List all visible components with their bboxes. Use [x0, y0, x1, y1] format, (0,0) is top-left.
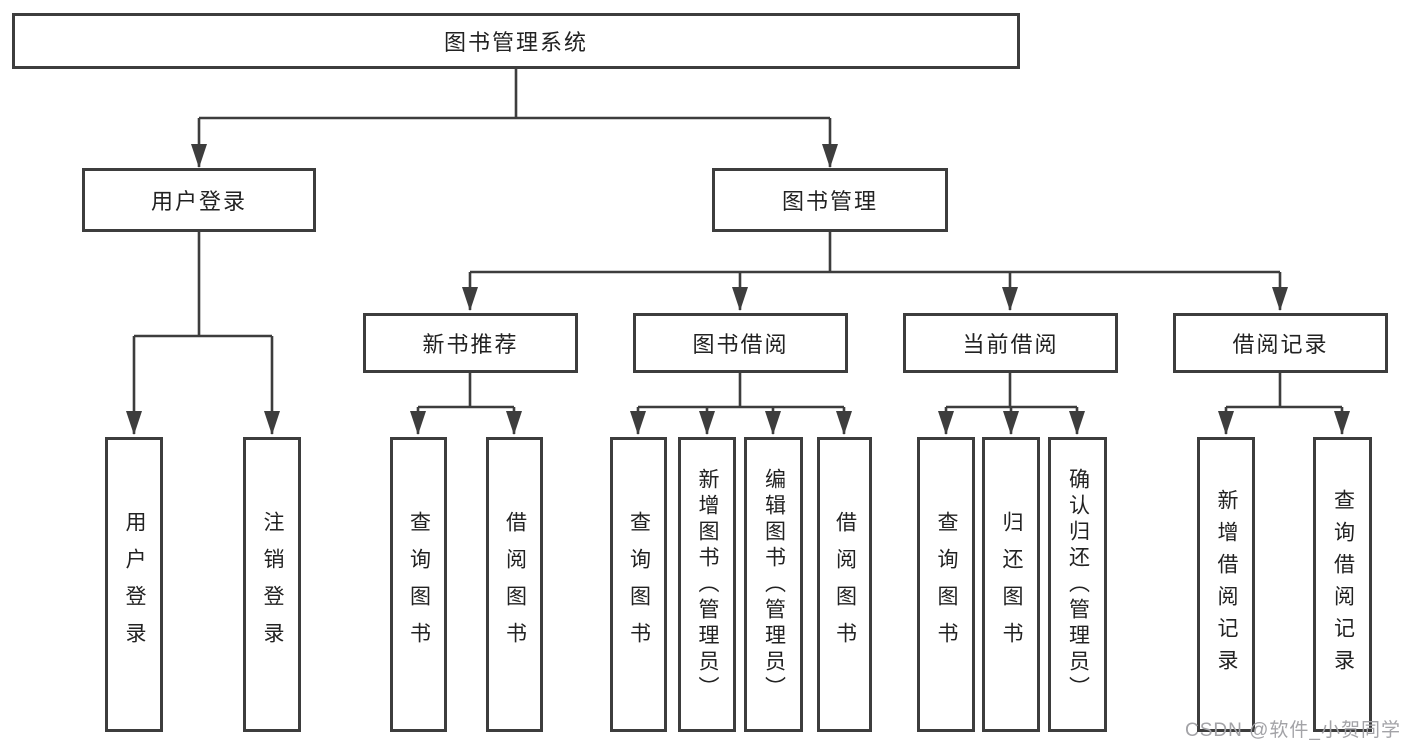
- leaf-logout: 注销登录: [243, 437, 301, 732]
- leaf-add-borrow-record: 新增借阅记录: [1197, 437, 1255, 732]
- node-book-borrow: 图书借阅: [633, 313, 848, 373]
- node-book-management: 图书管理: [712, 168, 948, 232]
- node-borrow-records: 借阅记录: [1173, 313, 1388, 373]
- leaf-return-book: 归还图书: [982, 437, 1040, 732]
- leaf-user-login: 用户登录: [105, 437, 163, 732]
- node-user-login: 用户登录: [82, 168, 316, 232]
- leaf-query-borrow-record: 查询借阅记录: [1313, 437, 1372, 732]
- leaf-query-books-current: 查询图书: [917, 437, 975, 732]
- leaf-query-books-borrow: 查询图书: [610, 437, 667, 732]
- leaf-add-book-admin: 新增图书（管理员）: [678, 437, 736, 732]
- node-new-book-recommend: 新书推荐: [363, 313, 578, 373]
- node-library-management-system: 图书管理系统: [12, 13, 1020, 69]
- leaf-edit-book-admin: 编辑图书（管理员）: [744, 437, 803, 732]
- node-current-borrow: 当前借阅: [903, 313, 1118, 373]
- leaf-query-books-recommend: 查询图书: [390, 437, 447, 732]
- leaf-borrow-books: 借阅图书: [817, 437, 872, 732]
- leaf-confirm-return-admin: 确认归还（管理员）: [1048, 437, 1107, 732]
- csdn-watermark: CSDN @软件_小贺同学: [1185, 720, 1401, 741]
- leaf-borrow-books-recommend: 借阅图书: [486, 437, 543, 732]
